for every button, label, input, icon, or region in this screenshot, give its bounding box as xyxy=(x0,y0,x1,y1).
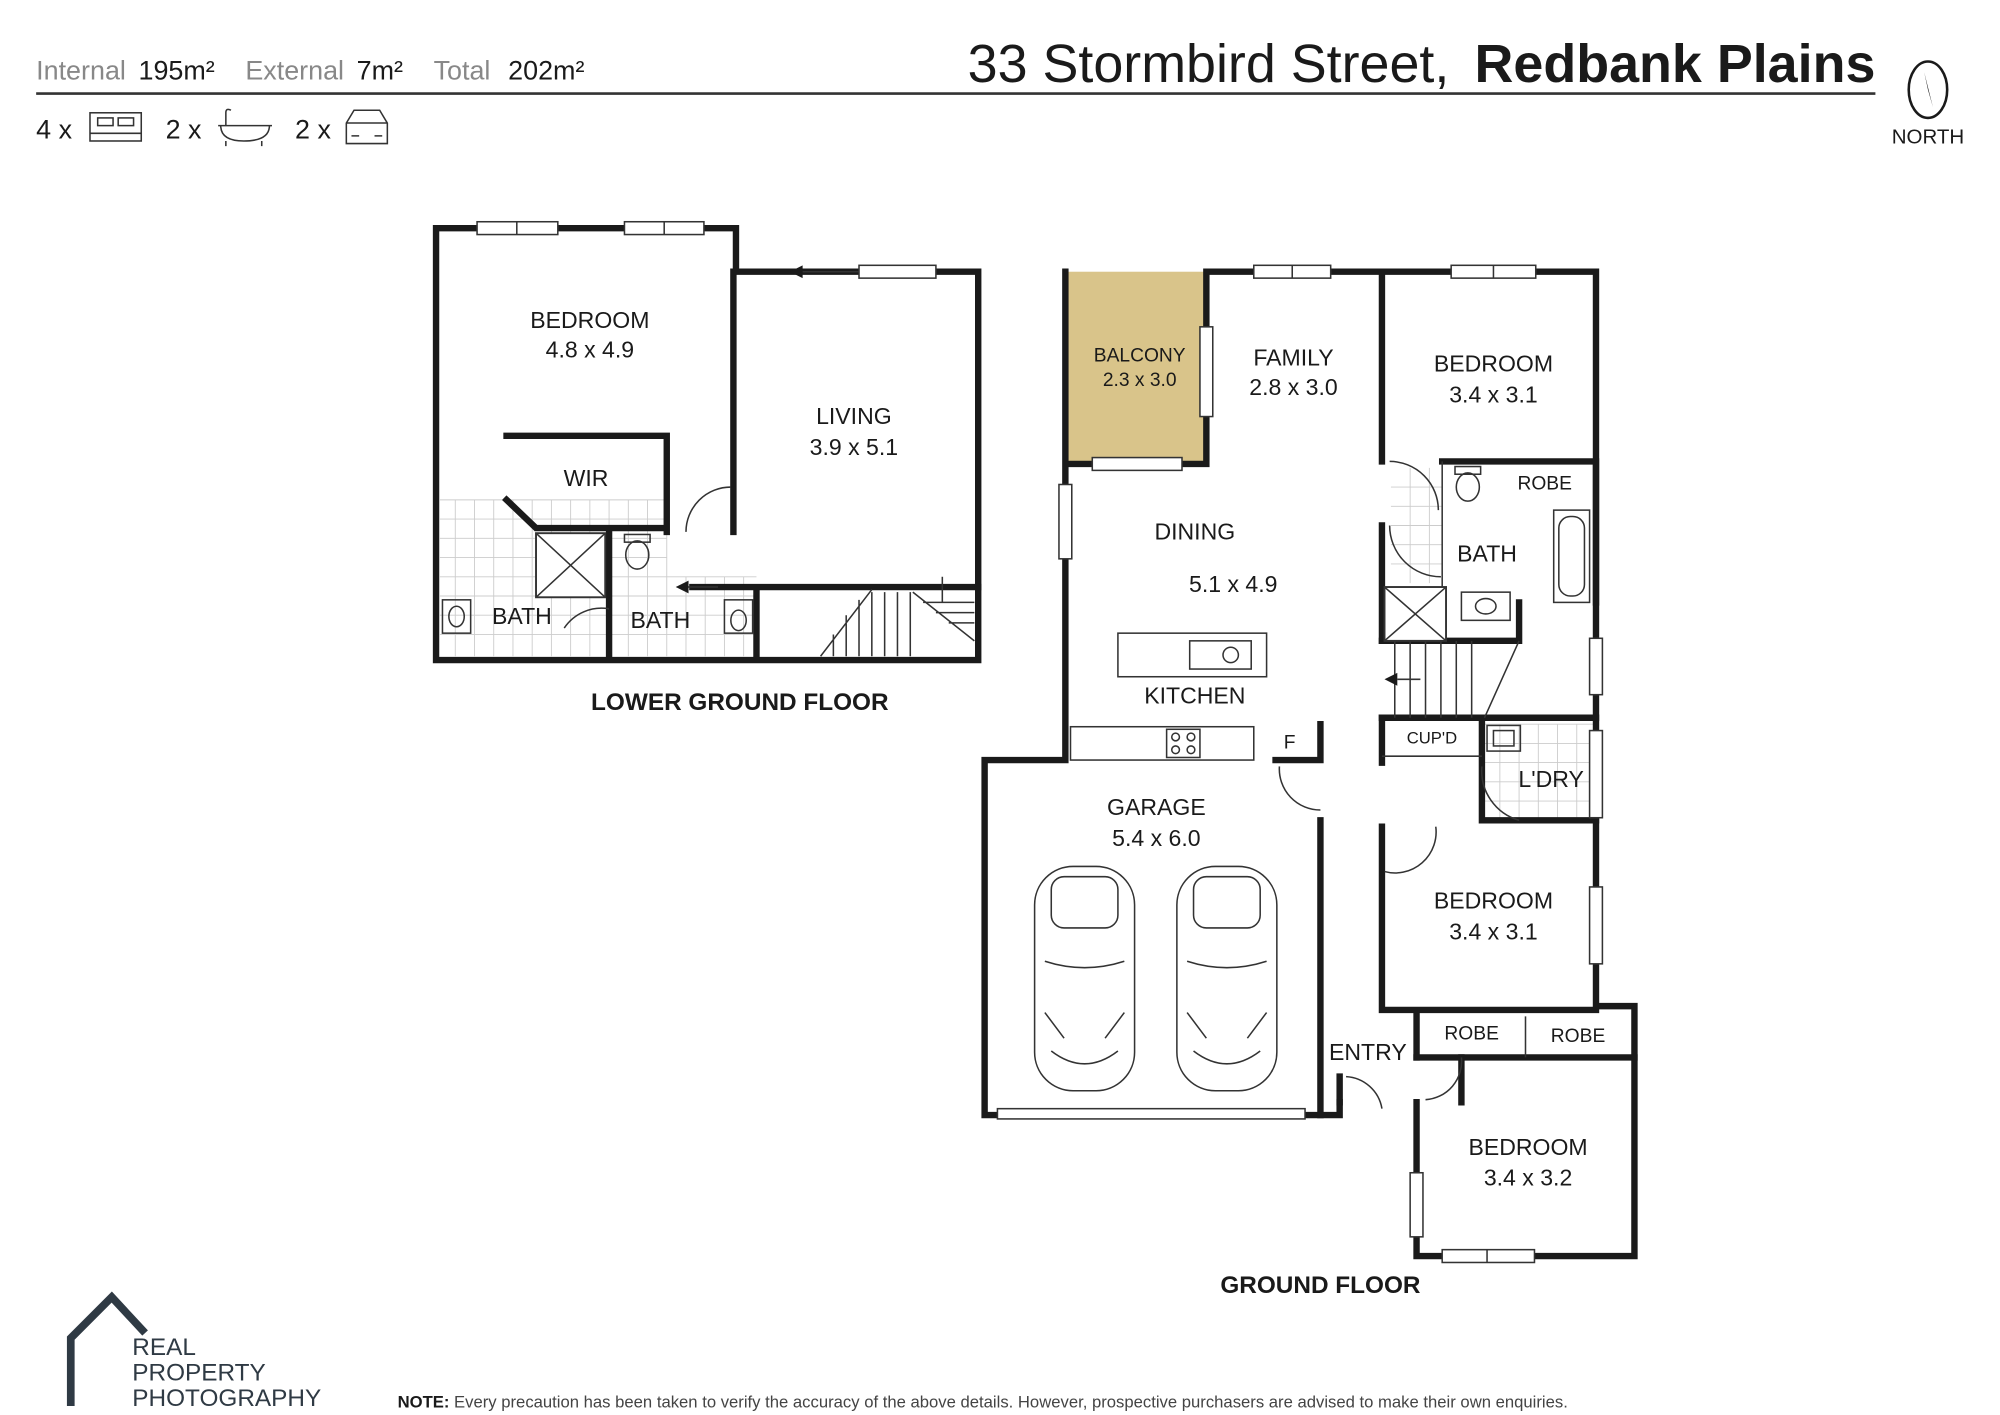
room-label: GARAGE xyxy=(1107,794,1206,820)
wall xyxy=(502,432,982,660)
bath-count: 2 x xyxy=(166,114,202,144)
floor-title: LOWER GROUND FLOOR xyxy=(591,689,889,716)
room-label: L'DRY xyxy=(1518,766,1584,792)
wall xyxy=(1272,268,1600,1119)
external-label: External xyxy=(245,55,344,85)
room-label: FAMILY xyxy=(1253,344,1333,370)
sink-icon xyxy=(1188,640,1252,670)
room-label: DINING xyxy=(1154,519,1235,545)
room-label: ROBE xyxy=(1444,1023,1498,1044)
room-size: 2.3 x 3.0 xyxy=(1103,370,1177,391)
internal-label: Internal xyxy=(36,55,126,85)
external-value: 7m² xyxy=(357,55,403,85)
bed-icon xyxy=(89,112,143,142)
wet-area-tiles xyxy=(1390,467,1596,821)
kitchen-island xyxy=(1117,632,1268,678)
total-value: 202m² xyxy=(508,55,584,85)
room-label: ROBE xyxy=(1551,1026,1605,1047)
address-street: 33 Stormbird Street, xyxy=(968,34,1450,94)
sink-icon xyxy=(441,599,472,634)
window xyxy=(996,264,1604,1264)
logo-text: PROPERTY xyxy=(132,1359,265,1386)
bathtub-icon xyxy=(1552,509,1591,604)
room-label: BEDROOM xyxy=(1468,1134,1587,1160)
room-label: CUP'D xyxy=(1407,728,1457,747)
ground-floor: BALCONY 2.3 x 3.0 FAMILY 2.8 x 3.0 BEDRO… xyxy=(981,264,1638,1299)
header: Internal 195m² External 7m² Total 202m² … xyxy=(36,34,1964,149)
car-icon xyxy=(345,109,389,145)
room-label: BATH xyxy=(1457,540,1517,566)
room-label: ROBE xyxy=(1517,474,1571,495)
note-label: NOTE: xyxy=(398,1392,450,1411)
room-label: BEDROOM xyxy=(1434,351,1553,377)
room-size: 3.4 x 3.2 xyxy=(1484,1165,1572,1191)
cooktop-icon xyxy=(1165,728,1201,759)
stair-arrow xyxy=(1384,672,1421,686)
shower-icon xyxy=(535,532,607,599)
car-count: 2 x xyxy=(295,114,331,144)
room-size: 2.8 x 3.0 xyxy=(1249,374,1337,400)
room-size: 5.4 x 6.0 xyxy=(1112,825,1200,851)
room-size: 3.4 x 3.1 xyxy=(1449,381,1537,407)
room-size: 3.4 x 3.1 xyxy=(1449,918,1537,944)
laundry-tub-icon xyxy=(1486,724,1522,752)
sink-icon xyxy=(723,599,754,634)
area-summary: Internal 195m² External 7m² Total 202m² xyxy=(36,55,584,85)
footer: REAL PROPERTY PHOTOGRAPHY NOTE: Every pr… xyxy=(66,1291,1568,1412)
compass-north-icon xyxy=(1907,60,1949,120)
stairs xyxy=(819,576,975,657)
toilet-icon xyxy=(623,533,651,570)
room-size: 3.9 x 5.1 xyxy=(810,434,898,460)
shower-icon xyxy=(1383,586,1447,642)
disclaimer-note: NOTE: Every precaution has been taken to… xyxy=(398,1392,1568,1411)
address-suburb: Redbank Plains xyxy=(1475,34,1876,94)
bed-count: 4 x xyxy=(36,114,72,144)
room-label: KITCHEN xyxy=(1144,683,1245,709)
room-label: BEDROOM xyxy=(530,307,649,333)
room-size: 4.8 x 4.9 xyxy=(546,337,634,363)
room-label: BATH xyxy=(492,603,552,629)
lower-outer-wall xyxy=(432,224,982,664)
note-text: Every precaution has been taken to verif… xyxy=(449,1392,1567,1411)
room-label: ENTRY xyxy=(1329,1039,1407,1065)
internal-value: 195m² xyxy=(139,55,215,85)
window xyxy=(476,220,937,279)
room-label: BALCONY xyxy=(1094,345,1186,366)
door-swing xyxy=(1278,460,1520,1109)
kitchen-bench xyxy=(1069,725,1255,761)
balcony-area xyxy=(1065,271,1207,464)
logo-text: REAL xyxy=(132,1334,196,1361)
fridge-label: F xyxy=(1284,733,1296,754)
north-label: NORTH xyxy=(1892,126,1965,149)
logo-text: PHOTOGRAPHY xyxy=(132,1385,321,1412)
toilet-icon xyxy=(1454,465,1482,502)
car-icon xyxy=(1033,865,1136,1092)
floor-title: GROUND FLOOR xyxy=(1220,1272,1421,1299)
address-title: 33 Stormbird Street, Redbank Plains xyxy=(968,34,1876,94)
car-icon xyxy=(1176,865,1278,1092)
room-label: LIVING xyxy=(816,403,892,429)
lower-ground-floor: BEDROOM 4.8 x 4.9 LIVING 3.9 x 5.1 WIR B… xyxy=(432,220,982,716)
room-size: 5.1 x 4.9 xyxy=(1189,571,1277,597)
room-label: WIR xyxy=(564,465,609,491)
total-label: Total xyxy=(434,55,491,85)
bath-icon xyxy=(218,108,272,147)
sink-icon xyxy=(1460,591,1511,622)
room-label: BATH xyxy=(630,607,690,633)
company-logo-icon xyxy=(66,1291,148,1407)
room-label: BEDROOM xyxy=(1434,888,1553,914)
door-swing xyxy=(563,486,731,629)
stair-arrow xyxy=(675,580,719,594)
